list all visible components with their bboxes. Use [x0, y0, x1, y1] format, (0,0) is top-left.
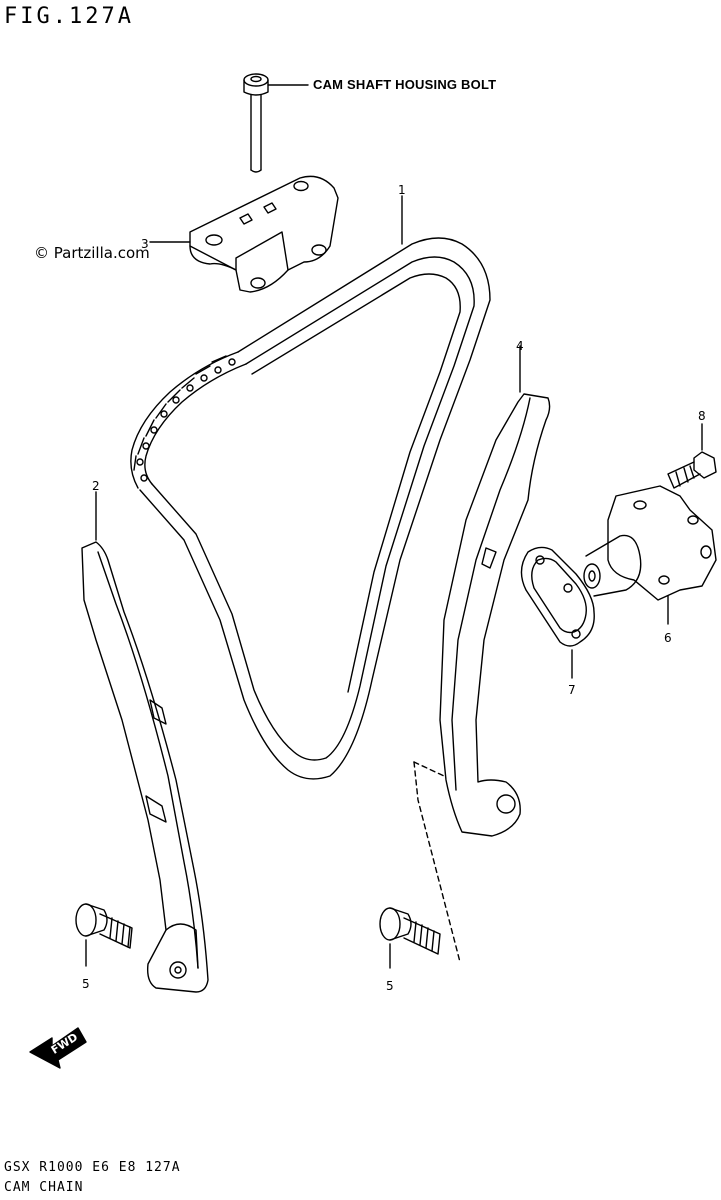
- tensioner-adjuster[interactable]: [583, 485, 717, 625]
- ref-label: 8: [698, 409, 706, 423]
- ref-label: 5: [386, 979, 394, 993]
- ref-label: 3: [141, 237, 149, 251]
- reference-labels: 1 2 3 4 5 5 6 7 8: [82, 183, 706, 993]
- cam-shaft-housing-bolt[interactable]: [243, 73, 309, 173]
- ref-label: 1: [398, 183, 406, 197]
- chain-guide[interactable]: [439, 345, 551, 837]
- leader-dashes: [413, 761, 461, 963]
- chain-links: [133, 355, 236, 482]
- fwd-arrow-icon: [29, 1027, 87, 1069]
- adjuster-bolt[interactable]: [667, 423, 717, 489]
- tensioner-guide[interactable]: [81, 491, 209, 993]
- guide-bolt-left[interactable]: [75, 903, 133, 967]
- cam-chain-guide[interactable]: [149, 175, 339, 293]
- gasket[interactable]: [520, 546, 595, 679]
- ref-label: 5: [82, 977, 90, 991]
- ref-label: 2: [92, 479, 100, 493]
- watermark: © Partzilla.com: [34, 244, 150, 262]
- callout-cam-shaft-housing-bolt: CAM SHAFT HOUSING BOLT: [313, 77, 497, 92]
- guide-bolt-right[interactable]: [379, 907, 441, 969]
- footer-figure-name: CAM CHAIN: [4, 1180, 84, 1195]
- figure-title: FIG.127A: [4, 4, 134, 29]
- ref-label: 7: [568, 683, 576, 697]
- ref-label: 4: [516, 339, 524, 353]
- footer-figure-code: GSX R1000 E6 E8 127A: [4, 1160, 181, 1175]
- ref-label: 6: [664, 631, 672, 645]
- cam-chain[interactable]: [130, 195, 491, 780]
